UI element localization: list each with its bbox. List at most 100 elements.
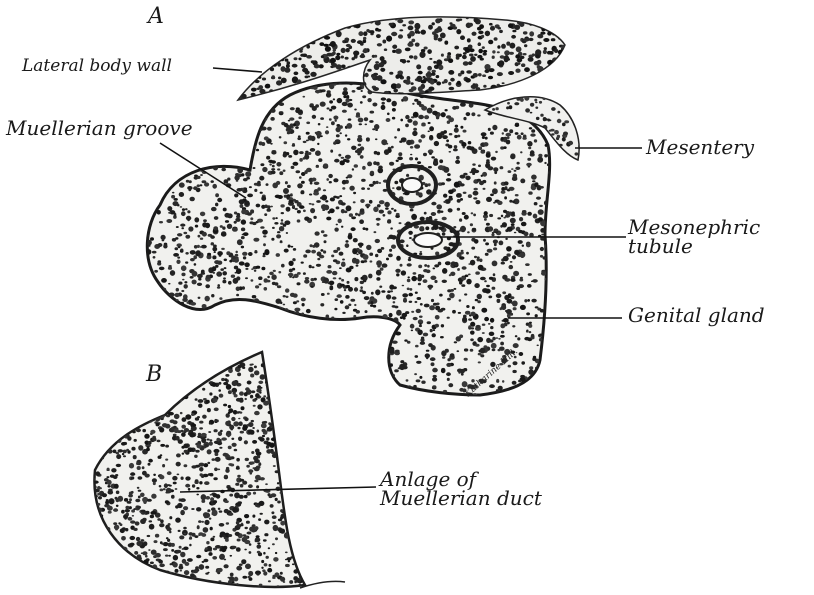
cell-nucleus (410, 324, 415, 329)
cell-nucleus (165, 79, 169, 83)
cell-nucleus (147, 183, 151, 186)
cell-nucleus (293, 293, 298, 297)
cell-nucleus (222, 351, 228, 357)
cell-nucleus (509, 265, 514, 269)
cell-nucleus (171, 195, 175, 199)
cell-nucleus (528, 273, 532, 276)
cell-nucleus (517, 90, 523, 96)
cell-nucleus (173, 253, 179, 257)
cell-nucleus (542, 91, 546, 95)
cell-nucleus (515, 335, 518, 337)
cell-nucleus (328, 174, 333, 178)
cell-nucleus (299, 354, 305, 358)
cell-nucleus (500, 335, 505, 338)
cell-nucleus (307, 448, 310, 451)
cell-nucleus (494, 181, 497, 184)
cell-nucleus (236, 146, 241, 151)
cell-nucleus (288, 471, 293, 474)
cell-nucleus (153, 256, 156, 259)
cell-nucleus (243, 115, 247, 118)
cell-nucleus (182, 357, 184, 360)
cell-nucleus (373, 207, 378, 213)
cell-nucleus (231, 275, 235, 278)
cell-nucleus (221, 232, 227, 237)
cell-nucleus (279, 528, 284, 533)
cell-nucleus (225, 538, 229, 542)
cell-nucleus (486, 161, 490, 164)
cell-nucleus (297, 528, 300, 531)
cell-nucleus (481, 308, 487, 313)
cell-nucleus (408, 293, 413, 297)
cell-nucleus (267, 208, 271, 211)
cell-nucleus (333, 348, 336, 351)
cell-nucleus (500, 323, 505, 328)
cell-nucleus (494, 243, 497, 246)
cell-nucleus (228, 390, 232, 394)
cell-nucleus (103, 563, 107, 567)
cell-nucleus (501, 305, 506, 310)
cell-nucleus (166, 379, 170, 383)
cell-nucleus (248, 34, 251, 37)
cell-nucleus (358, 144, 362, 147)
cell-nucleus (327, 90, 331, 93)
cell-nucleus (520, 56, 525, 60)
cell-nucleus (139, 233, 143, 237)
cell-nucleus (260, 375, 266, 380)
cell-nucleus (152, 171, 158, 175)
cell-nucleus (259, 23, 265, 27)
cell-nucleus (297, 384, 303, 388)
cell-nucleus (259, 66, 263, 70)
cell-nucleus (415, 355, 419, 358)
cell-nucleus (311, 286, 314, 288)
cell-nucleus (509, 129, 513, 133)
cell-nucleus (138, 476, 143, 479)
cell-nucleus (299, 559, 305, 564)
cell-nucleus (180, 99, 185, 103)
cell-nucleus (166, 370, 171, 374)
cell-nucleus (329, 340, 334, 345)
cell-nucleus (439, 294, 443, 297)
cell-nucleus (465, 78, 471, 83)
cell-nucleus (262, 167, 267, 172)
cell-nucleus (279, 360, 284, 364)
cell-nucleus (323, 340, 329, 345)
cell-nucleus (342, 382, 345, 385)
cell-nucleus (400, 264, 403, 267)
cell-nucleus (349, 213, 353, 217)
cell-nucleus (141, 369, 146, 372)
cell-nucleus (163, 548, 168, 551)
cell-nucleus (89, 520, 92, 522)
cell-nucleus (555, 88, 560, 92)
cell-nucleus (271, 493, 277, 497)
cell-nucleus (256, 204, 261, 208)
cell-nucleus (243, 329, 247, 333)
cell-nucleus (354, 277, 358, 281)
cell-nucleus (534, 13, 538, 17)
cell-nucleus (281, 66, 286, 72)
cell-nucleus (541, 234, 544, 236)
cell-nucleus (169, 485, 172, 487)
cell-nucleus (251, 112, 257, 117)
cell-nucleus (205, 127, 209, 130)
cell-nucleus (183, 232, 187, 234)
cell-nucleus (492, 261, 498, 267)
cell-nucleus (225, 421, 230, 426)
cell-nucleus (380, 68, 385, 72)
cell-nucleus (272, 183, 278, 189)
cell-nucleus (266, 445, 269, 449)
cell-nucleus (111, 546, 116, 550)
cell-nucleus (189, 366, 193, 370)
cell-nucleus (145, 567, 150, 571)
cell-nucleus (307, 473, 311, 476)
cell-nucleus (253, 317, 258, 323)
cell-nucleus (185, 484, 190, 488)
cell-nucleus (192, 424, 196, 427)
cell-nucleus (529, 31, 534, 36)
cell-nucleus (370, 304, 374, 307)
cell-nucleus (477, 300, 481, 303)
cell-nucleus (145, 165, 150, 169)
cell-nucleus (243, 232, 249, 236)
cell-nucleus (93, 408, 98, 413)
cell-nucleus (275, 470, 280, 473)
cell-nucleus (205, 364, 209, 367)
